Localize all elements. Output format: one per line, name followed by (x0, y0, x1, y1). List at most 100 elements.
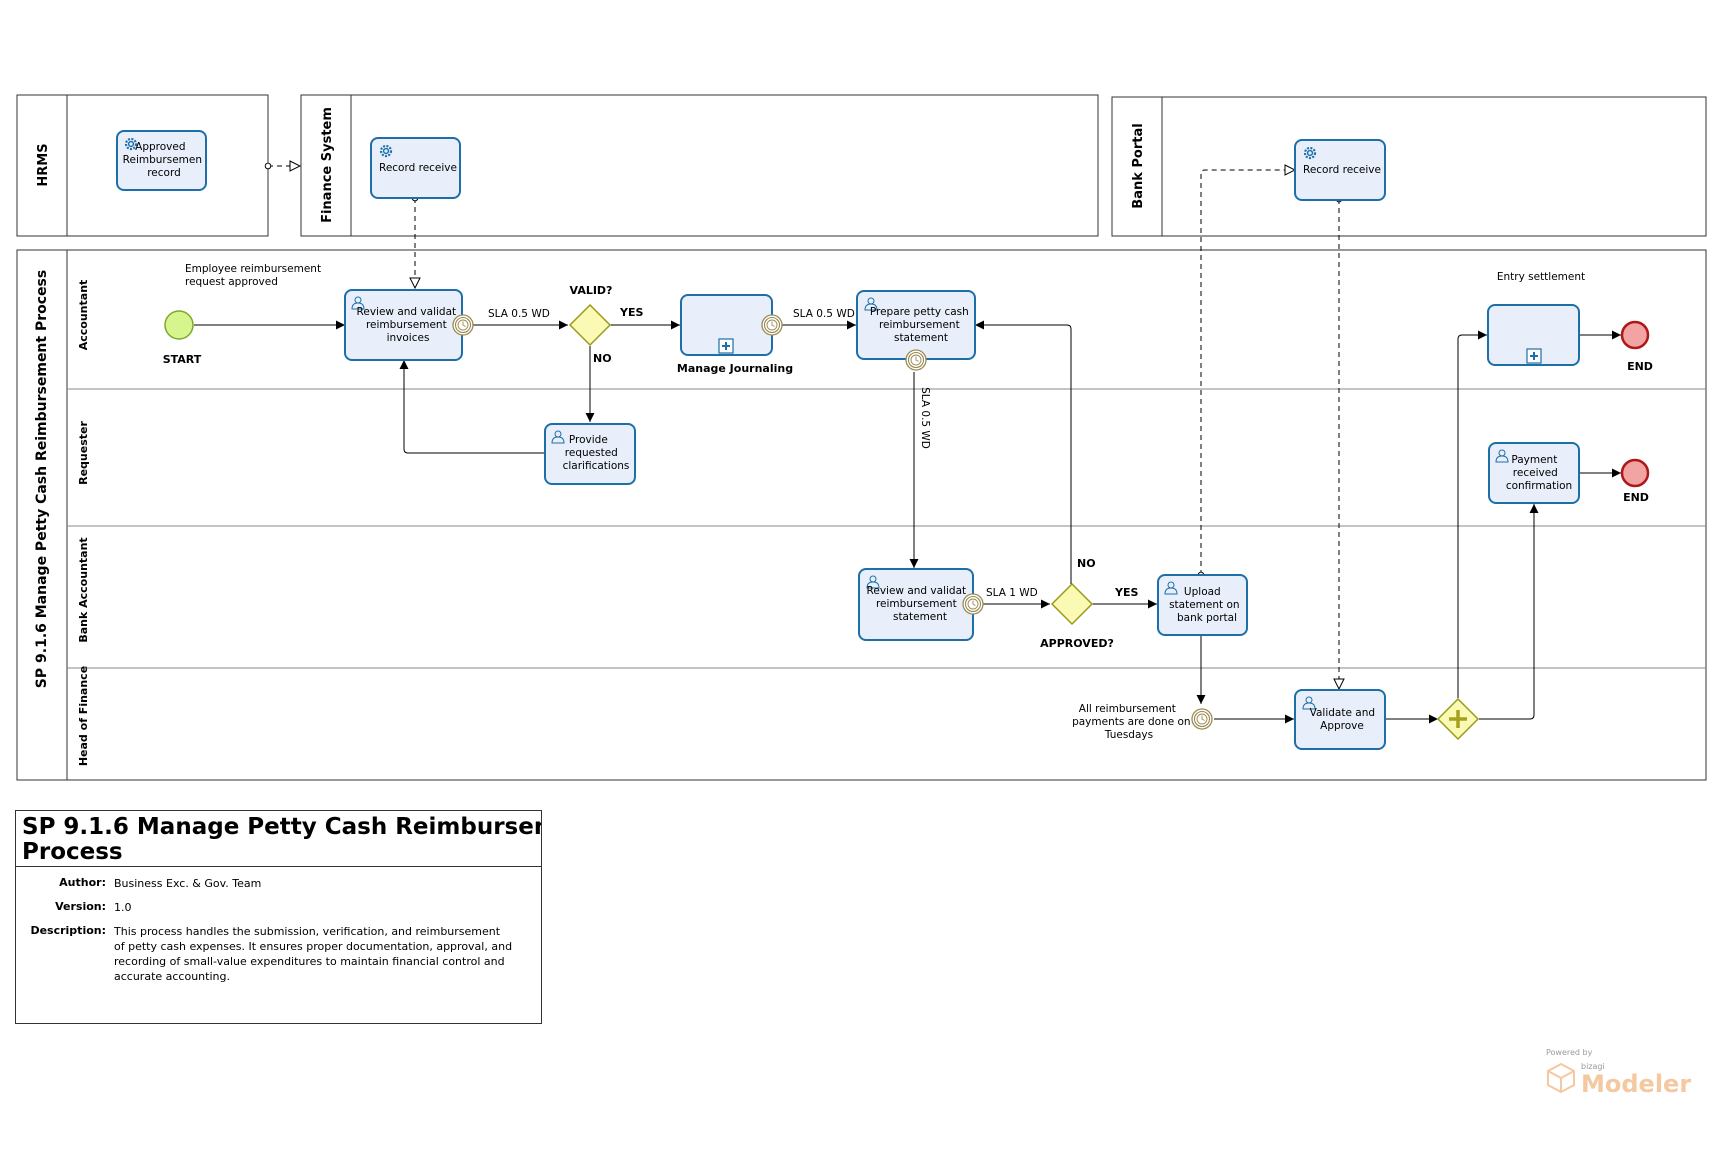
svg-text:Approved Reimbursemen: Approved Reimbursemen record (123, 141, 206, 179)
pool-bank-portal: Bank Portal (1111, 96, 1707, 237)
task-label-line: reimbursement (876, 598, 957, 610)
description-value: This process handles the submission, ver… (114, 925, 513, 983)
task-validate-approve[interactable]: Validate and Approve (1294, 689, 1386, 750)
task-approved-reimbursement-record[interactable]: Approved Reimbursemen record (116, 130, 207, 191)
watermark-brand: bizagi (1581, 1062, 1605, 1071)
task-label-line: Review and validat (867, 585, 967, 597)
svg-text:Review and validat reimb: Review and validat reimbursement invoice… (357, 306, 460, 344)
start-event-note: Employee reimbursement request approved (185, 263, 324, 288)
timer-icon (1191, 708, 1213, 730)
description-row: Description: This process handles the su… (16, 924, 541, 984)
sla-label: SLA 0.5 WD (793, 308, 855, 320)
gateway-approved[interactable]: APPROVED? (1040, 582, 1114, 650)
start-event[interactable]: START Employee reimbursement request app… (163, 263, 325, 366)
boundary-timer-icon (452, 314, 474, 336)
sla-label: SLA 0.5 WD (919, 387, 931, 449)
sla-label: SLA 0.5 WD (488, 308, 550, 320)
task-payment-confirmation[interactable]: Payment received confirmation (1488, 442, 1580, 504)
svg-text:Validate and Approve: Validate and Approve (1310, 707, 1379, 732)
lane-head-finance-label: Head of Finance (77, 666, 90, 766)
boundary-timer-icon (761, 314, 783, 336)
version-key: Version: (55, 900, 106, 913)
end-event-label: END (1627, 360, 1653, 373)
plus-icon (1449, 710, 1467, 728)
no-label: NO (1077, 557, 1096, 570)
watermark-product: Modeler (1581, 1070, 1692, 1098)
timer-event-note: All reimbursement payments are done on T… (1072, 703, 1194, 741)
task-label-line: statement (893, 611, 947, 623)
task-review-validate-invoices[interactable]: Review and validat reimbursement invoice… (344, 289, 474, 361)
task-record-receive-bank[interactable]: Record receive (1294, 139, 1386, 201)
pool-finance-label: Finance System (320, 107, 335, 223)
subprocess-label: Manage Journaling (677, 362, 793, 375)
title-line: SP 9.1.6 Manage Petty Cash Reimbursem (22, 814, 541, 840)
yes-label: YES (619, 306, 643, 319)
task-label-line: confirmation (1506, 480, 1572, 492)
svg-text:Review and validat reimb: Review and validat reimbursement stateme… (867, 585, 970, 623)
yes-label: YES (1114, 586, 1138, 599)
task-label-line: reimbursement (366, 319, 447, 331)
end-event-2[interactable]: END (1620, 458, 1650, 504)
pool-finance-system: Finance System (300, 94, 1099, 237)
task-record-receive-finance[interactable]: Record receive (370, 137, 461, 199)
boundary-timer-icon (962, 593, 984, 615)
task-label-line: requested (565, 447, 618, 459)
sla-label: SLA 1 WD (986, 587, 1038, 599)
gateway-label: APPROVED? (1040, 637, 1114, 650)
pool-hrms-label: HRMS (36, 143, 51, 186)
task-label-line: Reimbursemen (123, 154, 202, 166)
task-label-line: Provide (569, 434, 608, 446)
end-event-1[interactable]: END (1620, 320, 1653, 373)
subprocess-manage-journaling[interactable]: Manage Journaling (677, 294, 793, 375)
task-label-line: Approved (135, 141, 185, 153)
svg-text:Prepare petty cash reimb: Prepare petty cash reimbursement stateme… (870, 306, 972, 344)
gateway-valid[interactable]: VALID? (568, 284, 613, 347)
subprocess-label: Entry settlement (1497, 271, 1585, 283)
task-label-line: Payment (1511, 454, 1557, 466)
message-flows (268, 166, 1339, 689)
task-prepare-statement[interactable]: Prepare petty cash reimbursement stateme… (856, 290, 976, 371)
task-label-line: Prepare petty cash (870, 306, 969, 318)
collapsed-subprocess-icon (718, 338, 734, 354)
pool-main-label: SP 9.1.6 Manage Petty Cash Reimbursement… (34, 270, 50, 688)
end-event-label: END (1623, 491, 1649, 504)
timer-intermediate-event[interactable]: All reimbursement payments are done on T… (1072, 703, 1213, 741)
author-row: Author: Business Exc. & Gov. Team (16, 876, 541, 891)
bizagi-cube-icon (1547, 1062, 1575, 1094)
no-label: NO (593, 352, 612, 365)
lane-requester-label: Requester (77, 421, 90, 485)
process-info-panel: SP 9.1.6 Manage Petty Cash Reimbursem Pr… (15, 810, 542, 1024)
pool-bank-label: Bank Portal (1131, 123, 1146, 208)
task-provide-clarifications[interactable]: Provide requested clarifications (544, 423, 636, 485)
task-label-line: statement (894, 332, 948, 344)
lane-accountant-label: Accountant (77, 280, 90, 351)
watermark-powered: Powered by (1546, 1048, 1593, 1057)
gateway-label: VALID? (570, 284, 613, 297)
svg-text:Upload statement on: Upload statement on bank portal (1169, 586, 1243, 624)
task-label-line: Review and validat (357, 306, 457, 318)
task-label-line: clarifications (563, 460, 630, 472)
task-label-line: statement on (1169, 599, 1239, 611)
task-label-line: bank portal (1177, 612, 1237, 624)
description-key: Description: (30, 924, 106, 937)
lane-bank-accountant-label: Bank Accountant (77, 537, 90, 642)
sequence-flows (194, 320, 1621, 724)
title-line: Process (22, 839, 123, 865)
task-upload-statement[interactable]: Upload statement on bank portal (1157, 574, 1248, 636)
task-label-line: Record receive (1303, 164, 1381, 176)
task-review-validate-statement[interactable]: Review and validat reimbursement stateme… (858, 568, 984, 641)
task-label-line: reimbursement (879, 319, 960, 331)
gateway-parallel[interactable] (1436, 697, 1480, 741)
author-value: Business Exc. & Gov. Team (114, 877, 262, 890)
svg-text:Provide requested: Provide requested clarifications (563, 434, 630, 472)
process-info-title: SP 9.1.6 Manage Petty Cash Reimbursem Pr… (16, 811, 541, 867)
version-row: Version: 1.0 (16, 900, 541, 915)
task-label-line: invoices (387, 332, 430, 344)
svg-text:Payment received c: Payment received confirmation (1506, 454, 1572, 492)
subprocess-entry-settlement[interactable]: Entry settlement (1487, 271, 1585, 366)
task-label-line: Validate and (1310, 707, 1375, 719)
version-value: 1.0 (114, 901, 132, 914)
boundary-timer-icon (905, 349, 927, 371)
start-event-label: START (163, 353, 202, 366)
